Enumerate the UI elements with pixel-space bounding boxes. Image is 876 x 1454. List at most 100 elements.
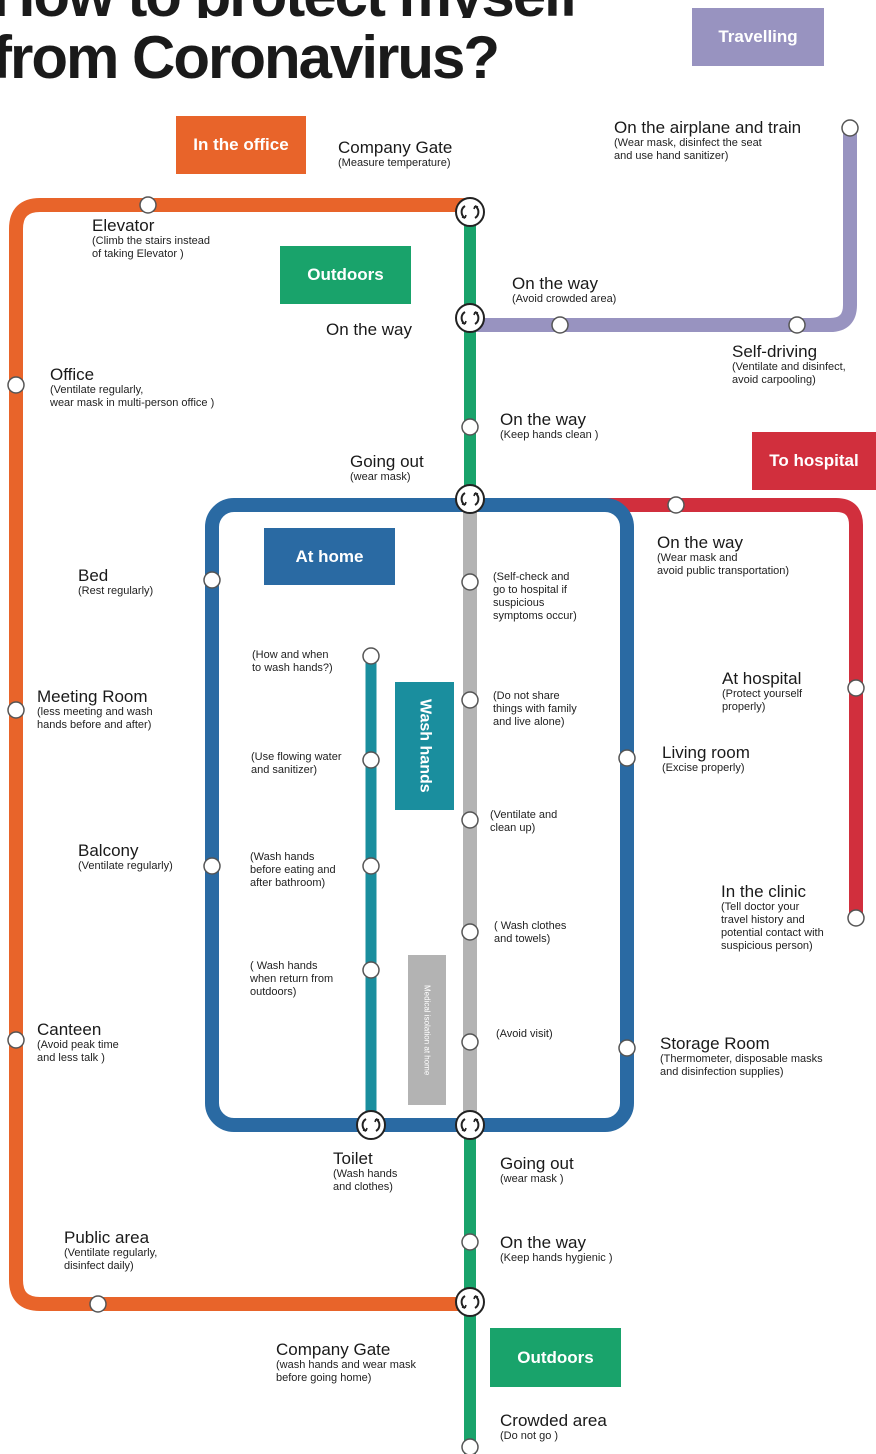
station-storage-room <box>618 1039 636 1057</box>
home-loop-line <box>205 498 634 1132</box>
station-name: Crowded area <box>500 1411 607 1430</box>
label-at-hospital: At hospital (Protect yourself properly) <box>722 669 802 714</box>
tag-wash-hands: Wash hands <box>395 682 454 810</box>
transfer-toilet-icon <box>356 1110 386 1140</box>
station-name: Public area <box>64 1228 150 1247</box>
station-note: (less meeting and wash hands before and … <box>37 706 153 731</box>
station-note: (Do not go ) <box>500 1430 559 1442</box>
station-bed <box>203 571 221 589</box>
station-ventilate-clean <box>461 811 479 829</box>
station-name: In the clinic <box>721 882 807 901</box>
station-name: At hospital <box>722 669 802 688</box>
label-in-the-clinic: In the clinic (Tell doctor your travel h… <box>721 882 824 953</box>
label-on-the-way-crowded: On the way (Avoid crowded area) <box>512 274 616 306</box>
station-crowded-area <box>461 1438 479 1454</box>
label-how-when: (How and when to wash hands?) <box>252 649 333 675</box>
label-meeting-room: Meeting Room (less meeting and wash hand… <box>37 687 153 732</box>
tag-medical-isolation-label: Medical isolation at home <box>422 984 432 1076</box>
label-ventilate-clean: (Ventilate and clean up) <box>490 809 557 835</box>
station-note: (wash hands and wear mask before going h… <box>276 1359 417 1384</box>
station-name: Meeting Room <box>37 687 148 706</box>
label-company-gate-top: Company Gate (Measure temperature) <box>338 138 452 170</box>
station-avoid-visit <box>461 1033 479 1051</box>
label-not-share: (Do not share things with family and liv… <box>493 690 577 729</box>
station-note: (Wear mask, disinfect the seat and use h… <box>614 137 762 162</box>
station-note: (Tell doctor your travel history and pot… <box>721 901 824 952</box>
transfer-company-gate-bottom-icon <box>455 1287 485 1317</box>
label-on-the-way-hospital: On the way (Wear mask and avoid public t… <box>657 533 789 578</box>
station-canteen <box>7 1031 25 1049</box>
tag-outdoors-bottom: Outdoors <box>490 1328 621 1387</box>
title-line-2: from Coronavirus? <box>0 24 500 91</box>
label-elevator: Elevator (Climb the stairs instead of ta… <box>92 216 210 261</box>
station-name: On the way <box>500 410 586 429</box>
station-note: (Wash hands before eating and after bath… <box>250 851 336 889</box>
label-flowing-water: (Use flowing water and sanitizer) <box>251 751 341 777</box>
label-going-out-top: Going out (wear mask) <box>350 452 424 484</box>
station-self-driving <box>788 316 806 334</box>
station-name: Storage Room <box>660 1034 770 1053</box>
station-note: (Keep hands hygienic ) <box>500 1252 613 1264</box>
label-balcony: Balcony (Ventilate regularly) <box>78 841 173 873</box>
station-note: (Avoid crowded area) <box>512 293 617 305</box>
station-note: (wear mask ) <box>500 1173 564 1185</box>
station-name: Toilet <box>333 1149 373 1168</box>
travel-line <box>470 128 857 332</box>
tag-in-the-office: In the office <box>176 116 306 174</box>
tag-to-hospital: To hospital <box>752 432 876 490</box>
station-note: (Climb the stairs instead of taking Elev… <box>92 235 210 260</box>
station-note: (Rest regularly) <box>78 585 154 597</box>
label-public-area: Public area (Ventilate regularly, disinf… <box>64 1228 157 1273</box>
label-living-room: Living room (Excise properly) <box>662 743 750 775</box>
transfer-company-gate-top-icon <box>455 197 485 227</box>
station-meeting-room <box>7 701 25 719</box>
station-at-hospital <box>847 679 865 697</box>
label-storage-room: Storage Room (Thermometer, disposable ma… <box>660 1034 823 1079</box>
label-bed: Bed (Rest regularly) <box>78 566 153 598</box>
station-balcony <box>203 857 221 875</box>
tag-travelling: Travelling <box>692 8 824 66</box>
station-not-share <box>461 691 479 709</box>
station-name: Company Gate <box>276 1340 391 1359</box>
tag-medical-isolation: Medical isolation at home <box>408 955 446 1105</box>
label-toilet: Toilet (Wash hands and clothes) <box>333 1149 397 1194</box>
station-name: Self-driving <box>732 342 818 361</box>
station-name: Canteen <box>37 1020 102 1039</box>
label-avoid-visit: (Avoid visit) <box>496 1028 553 1041</box>
label-company-gate-bottom: Company Gate (wash hands and wear mask b… <box>276 1340 416 1385</box>
station-name: Living room <box>662 743 750 762</box>
label-crowded-area: Crowded area (Do not go ) <box>500 1411 607 1443</box>
station-office <box>7 376 25 394</box>
station-note: ( Wash hands when return from outdoors) <box>250 960 334 998</box>
page-title: How to protect myself from Coronavirus? <box>0 0 577 88</box>
tag-outdoors-top: Outdoors <box>280 246 411 304</box>
station-name: On the airplane and train <box>614 118 802 137</box>
station-in-the-clinic <box>847 909 865 927</box>
station-note: ( Wash clothes and towels) <box>494 920 567 945</box>
label-airplane: On the airplane and train (Wear mask, di… <box>614 118 801 163</box>
label-canteen: Canteen (Avoid peak time and less talk ) <box>37 1020 119 1065</box>
station-note: (Measure temperature) <box>338 157 451 169</box>
station-note: (Ventilate and clean up) <box>490 809 558 834</box>
station-note: (wear mask) <box>350 471 411 483</box>
office-line <box>9 198 470 1311</box>
station-note: (Use flowing water and sanitizer) <box>251 751 342 776</box>
transfer-going-out-top-icon <box>455 484 485 514</box>
label-office: Office (Ventilate regularly, wear mask i… <box>50 365 214 410</box>
label-wash-return: ( Wash hands when return from outdoors) <box>250 960 333 999</box>
station-wash-clothes <box>461 923 479 941</box>
station-public-area <box>89 1295 107 1313</box>
station-note: (Ventilate and disinfect, avoid carpooli… <box>732 361 846 386</box>
station-note: (Do not share things with family and liv… <box>493 690 577 728</box>
station-wash-return <box>362 961 380 979</box>
title-line-1: How to protect myself <box>0 0 577 18</box>
station-name: On the way <box>500 1233 586 1252</box>
transfer-on-the-way-icon <box>455 303 485 333</box>
station-note: (Avoid visit) <box>496 1028 553 1040</box>
station-name: Bed <box>78 566 109 585</box>
station-note: (Wear mask and avoid public transportati… <box>657 552 790 577</box>
station-note: (Ventilate regularly, disinfect daily) <box>64 1247 158 1272</box>
tag-wash-hands-label: Wash hands <box>416 699 434 793</box>
label-self-check: (Self-check and go to hospital if suspic… <box>493 571 577 623</box>
